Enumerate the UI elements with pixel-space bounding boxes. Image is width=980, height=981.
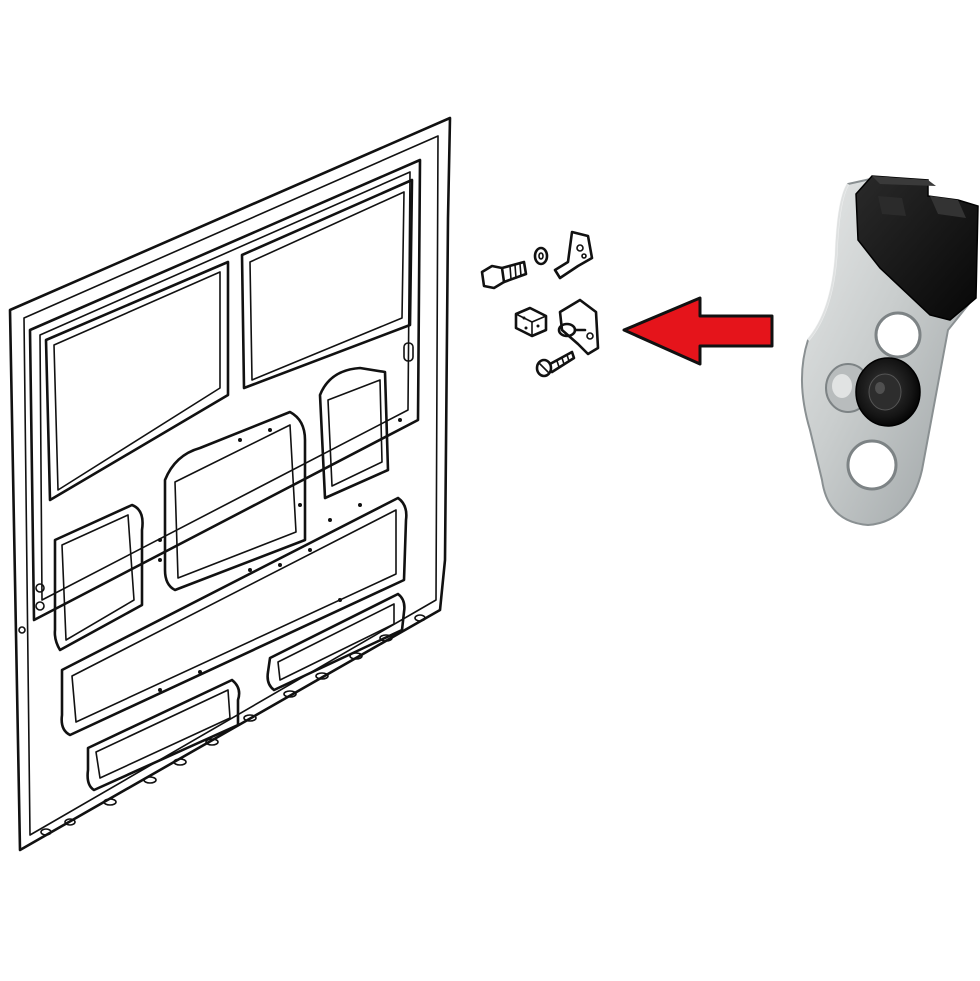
- door-bottom-holes: [40, 614, 426, 836]
- door-rivet-dots: [158, 418, 402, 692]
- roller-guide-bracket-icon: [801, 175, 979, 527]
- screw-icon: [535, 350, 576, 378]
- bracket-icon: [553, 230, 594, 280]
- washer-icon: [533, 246, 549, 266]
- hex-bolt-icon: [480, 260, 528, 290]
- guide-block-icon: [514, 306, 548, 338]
- sliding-door-panel-icon: [8, 116, 452, 852]
- exploded-parts: [480, 230, 600, 378]
- red-arrow-icon: [622, 296, 774, 366]
- roller-bracket-icon: [557, 298, 600, 356]
